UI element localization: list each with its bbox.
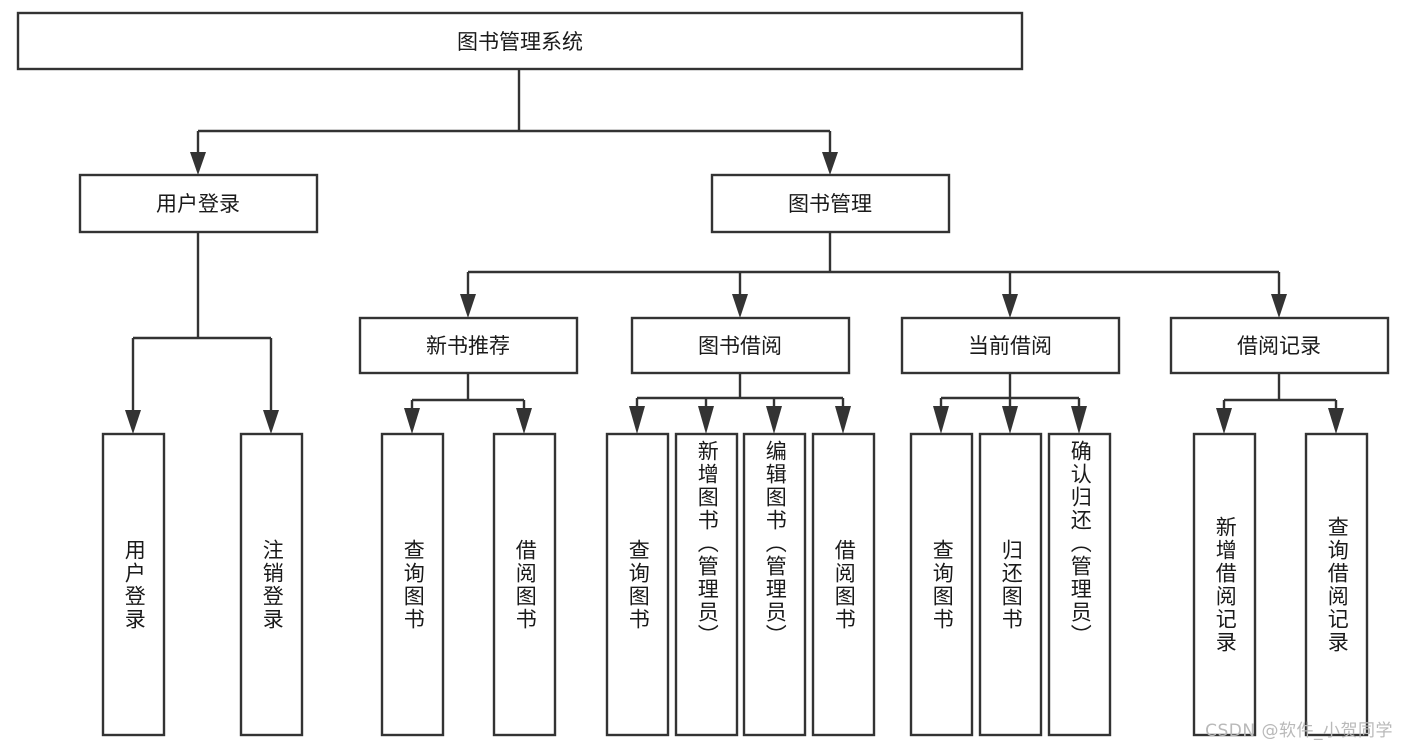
connector-group-root: [190, 69, 838, 175]
node-box-current-borrow[interactable]: [900, 316, 1121, 375]
arrowhead-book-borrow: [732, 294, 748, 318]
arrowhead-leaf-logout-login: [263, 410, 279, 434]
node-box-leaf-query-book-2[interactable]: [605, 432, 670, 737]
node-box-leaf-query-book-1[interactable]: [380, 432, 445, 737]
node-box-leaf-user-login[interactable]: [101, 432, 166, 737]
node-box-leaf-query-borrow-record[interactable]: [1304, 432, 1369, 737]
connector-group-book-borrow: [629, 373, 851, 434]
arrowhead-leaf-confirm-return-admin: [1071, 406, 1087, 434]
arrowhead-book-management: [822, 152, 838, 175]
arrowhead-borrow-record: [1271, 294, 1287, 318]
arrowhead-leaf-borrow-book-2: [835, 406, 851, 434]
node-box-leaf-confirm-return-admin[interactable]: [1047, 432, 1112, 737]
node-label-root: 图书管理系统: [457, 30, 583, 54]
node-box-book-borrow[interactable]: [630, 316, 851, 375]
arrowhead-leaf-add-borrow-record: [1216, 408, 1232, 434]
node-label-user-login: 用户登录: [156, 192, 240, 216]
arrowhead-new-book-recommend: [460, 294, 476, 318]
connector-group-book-management: [460, 232, 1287, 318]
arrowhead-current-borrow: [1002, 294, 1018, 318]
watermark-text: CSDN @软件_小贺同学: [1205, 721, 1393, 741]
node-box-leaf-add-book-admin[interactable]: [674, 432, 739, 737]
node-box-leaf-query-book-3[interactable]: [909, 432, 974, 737]
arrowhead-leaf-query-book-1: [404, 408, 420, 434]
node-box-leaf-logout-login[interactable]: [239, 432, 304, 737]
arrowhead-leaf-user-login: [125, 410, 141, 434]
node-box-book-management[interactable]: [710, 173, 951, 234]
connector-group-borrow-record: [1216, 373, 1344, 434]
node-box-leaf-add-borrow-record[interactable]: [1192, 432, 1257, 737]
node-label-book-management: 图书管理: [788, 192, 872, 216]
connector-group-user-login: [125, 232, 279, 434]
connector-group-new-book-recommend: [404, 373, 532, 434]
node-box-root[interactable]: [16, 11, 1024, 71]
node-box-leaf-borrow-book-2[interactable]: [811, 432, 876, 737]
arrowhead-leaf-edit-book-admin: [766, 406, 782, 434]
node-box-user-login[interactable]: [78, 173, 319, 234]
arrowhead-leaf-add-book-admin: [698, 406, 714, 434]
arrowhead-user-login: [190, 152, 206, 175]
connector-group-current-borrow: [933, 373, 1087, 434]
arrowhead-leaf-return-book: [1002, 406, 1018, 434]
node-label-borrow-record: 借阅记录: [1237, 334, 1321, 358]
arrowhead-leaf-query-book-2: [629, 406, 645, 434]
node-box-leaf-return-book[interactable]: [978, 432, 1043, 737]
node-box-leaf-edit-book-admin[interactable]: [742, 432, 807, 737]
node-label-current-borrow: 当前借阅: [968, 334, 1052, 358]
node-label-book-borrow: 图书借阅: [698, 334, 782, 358]
arrowhead-leaf-borrow-book-1: [516, 408, 532, 434]
node-box-leaf-borrow-book-1[interactable]: [492, 432, 557, 737]
node-label-new-book-recommend: 新书推荐: [426, 334, 510, 358]
node-box-borrow-record[interactable]: [1169, 316, 1390, 375]
node-box-new-book-recommend[interactable]: [358, 316, 579, 375]
arrowhead-leaf-query-borrow-record: [1328, 408, 1344, 434]
arrowhead-leaf-query-book-3: [933, 406, 949, 434]
